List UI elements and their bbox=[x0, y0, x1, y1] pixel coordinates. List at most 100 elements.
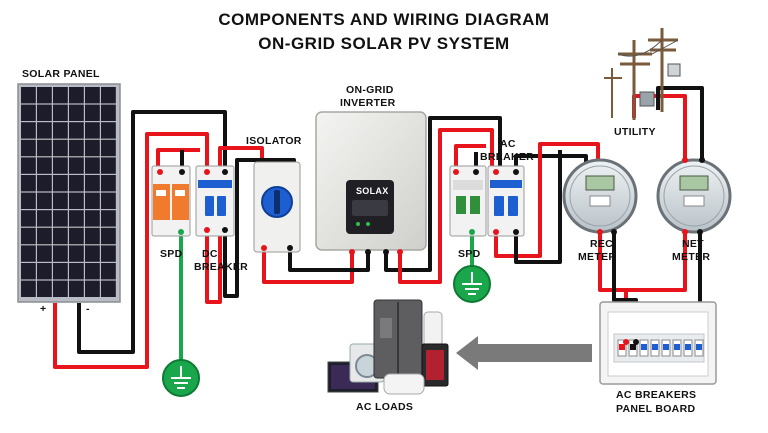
solar-cell bbox=[101, 210, 116, 227]
ground-icon bbox=[162, 359, 200, 397]
wire-panel-negative bbox=[77, 110, 227, 354]
solar-cell bbox=[101, 139, 116, 157]
label-net-meter-line2: METER bbox=[672, 251, 711, 263]
solar-cell bbox=[21, 227, 36, 245]
solar-cell bbox=[69, 157, 84, 174]
solar-cell bbox=[69, 104, 84, 121]
solar-cell bbox=[53, 122, 68, 139]
solar-cell bbox=[85, 87, 100, 104]
solar-cell bbox=[37, 192, 52, 209]
solar-cell bbox=[37, 263, 52, 280]
diagram-title-line1: COMPONENTS AND WIRING DIAGRAM bbox=[218, 10, 550, 29]
flow-arrow bbox=[456, 336, 592, 370]
solar-cell bbox=[69, 263, 84, 280]
solar-cell bbox=[101, 192, 116, 209]
solar-cell bbox=[21, 104, 36, 121]
wire-net-utility-black bbox=[656, 86, 704, 158]
solar-cell bbox=[21, 245, 36, 262]
panel-breaker-toggle bbox=[652, 344, 658, 350]
solar-cell bbox=[37, 122, 52, 139]
wire-inv-ac-black bbox=[384, 116, 502, 272]
solar-cell bbox=[53, 192, 68, 209]
solar-cell bbox=[37, 210, 52, 227]
solar-cell bbox=[53, 227, 68, 245]
solar-cell bbox=[53, 104, 68, 121]
label-rec-meter-line2: METER bbox=[578, 251, 617, 263]
dc-breaker bbox=[195, 165, 235, 237]
solar-cell bbox=[85, 104, 100, 121]
wire-iso-inv-red bbox=[262, 250, 354, 284]
wire-acb-rec-black2 bbox=[514, 150, 562, 264]
label-utility: UTILITY bbox=[614, 126, 656, 138]
solar-cell bbox=[85, 175, 100, 192]
solar-cell bbox=[69, 227, 84, 245]
ac-spd bbox=[449, 165, 487, 237]
solar-cell bbox=[101, 175, 116, 192]
solar-cell bbox=[53, 139, 68, 157]
solar-cell bbox=[53, 263, 68, 280]
solar-cell bbox=[37, 280, 52, 297]
solar-cell bbox=[85, 139, 100, 157]
utility-pole-icon bbox=[604, 28, 681, 120]
solar-cell bbox=[21, 263, 36, 280]
label-spd-dc: SPD bbox=[160, 248, 183, 260]
solar-cell bbox=[101, 104, 116, 121]
wire-iso-inv-black bbox=[288, 250, 370, 272]
solar-cell bbox=[85, 227, 100, 245]
wire-spd-top-red bbox=[156, 148, 200, 168]
solar-cell bbox=[37, 157, 52, 174]
panel-breaker-toggle bbox=[630, 344, 636, 350]
solar-cell bbox=[53, 280, 68, 297]
solar-cell bbox=[37, 104, 52, 121]
solar-cell bbox=[69, 122, 84, 139]
label-panel-board-line1: AC BREAKERS bbox=[616, 389, 697, 401]
solar-cell bbox=[69, 139, 84, 157]
solar-cell bbox=[21, 280, 36, 297]
solar-panel bbox=[17, 83, 121, 303]
solar-cell bbox=[21, 192, 36, 209]
solar-cell bbox=[85, 192, 100, 209]
solar-cell bbox=[101, 245, 116, 262]
label-ac-loads: AC LOADS bbox=[356, 401, 414, 413]
solar-cell bbox=[69, 280, 84, 297]
solar-cell bbox=[101, 263, 116, 280]
solar-cell bbox=[53, 210, 68, 227]
inverter bbox=[315, 111, 427, 255]
panel-breaker-toggle bbox=[641, 344, 647, 350]
solar-cell bbox=[101, 157, 116, 174]
label-ac-breaker-line2: BREAKER bbox=[480, 151, 535, 163]
solar-cell bbox=[85, 280, 100, 297]
label-isolator: ISOLATOR bbox=[246, 135, 302, 147]
panel-breaker-toggle bbox=[663, 344, 669, 350]
label-inverter-line1: ON-GRID bbox=[346, 84, 394, 96]
appliance-group-icon bbox=[327, 299, 449, 395]
solar-cell bbox=[21, 139, 36, 157]
label-minus: - bbox=[86, 303, 90, 315]
solar-cell bbox=[69, 87, 84, 104]
label-net-meter-line1: NET bbox=[682, 238, 704, 250]
solar-cell bbox=[101, 87, 116, 104]
solar-cell bbox=[53, 157, 68, 174]
ac-breakers-panel-board bbox=[599, 301, 717, 385]
solar-cell bbox=[37, 227, 52, 245]
solar-cell bbox=[21, 210, 36, 227]
wire-panel-positive bbox=[53, 132, 209, 369]
solar-cell bbox=[21, 122, 36, 139]
solar-cell bbox=[37, 245, 52, 262]
solar-cell bbox=[85, 245, 100, 262]
solar-cell bbox=[53, 245, 68, 262]
ac-breaker bbox=[487, 165, 525, 237]
solar-cell bbox=[53, 175, 68, 192]
solar-cell bbox=[85, 263, 100, 280]
solar-cell bbox=[85, 210, 100, 227]
dc-spd bbox=[151, 165, 191, 237]
label-ac-breaker-line1: AC bbox=[500, 138, 516, 150]
solar-cell bbox=[69, 175, 84, 192]
solar-cell bbox=[85, 122, 100, 139]
solar-cell bbox=[101, 122, 116, 139]
solar-cell bbox=[101, 227, 116, 245]
wire-rec-net-red bbox=[620, 232, 687, 292]
inverter-brand: SOLAX bbox=[356, 186, 389, 196]
